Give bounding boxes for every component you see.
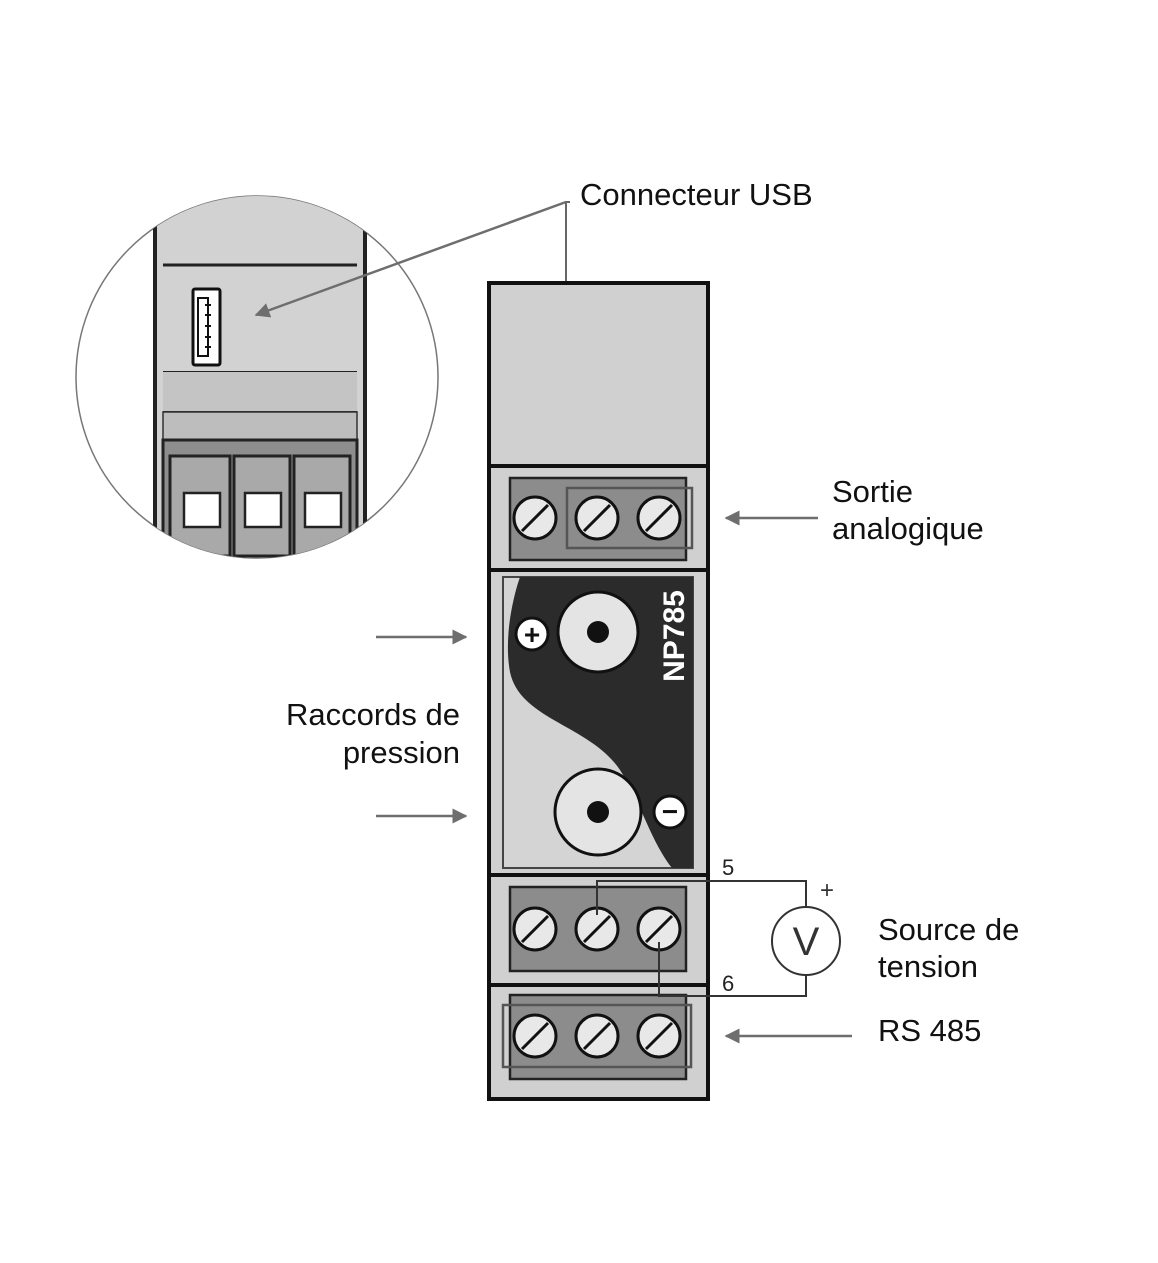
- analog-label-line1: Sortie: [832, 474, 913, 509]
- model-label: NP785: [658, 590, 691, 682]
- terminal-screw: [512, 906, 558, 952]
- pressure-port-minus: [553, 767, 643, 857]
- terminal-number-5: 5: [722, 855, 734, 880]
- terminal-screw: [574, 495, 620, 541]
- terminal-screw: [574, 1013, 620, 1059]
- analog-terminal-block: [508, 476, 694, 562]
- analog-label-line2: analogique: [832, 511, 984, 546]
- voltage-label-line2: tension: [878, 949, 978, 984]
- terminal-screw: [636, 1013, 682, 1059]
- zoom-terminal-slots: [168, 454, 352, 558]
- terminal-number-6: 6: [722, 971, 734, 996]
- pressure-label-line2: pression: [343, 735, 460, 770]
- usb-callout: [254, 200, 570, 318]
- usb-label: Connecteur USB: [580, 177, 813, 212]
- usb-port-icon: [191, 287, 222, 367]
- usb-zoom-detail: [75, 195, 439, 559]
- rs485-terminal-block: [501, 993, 693, 1081]
- svg-text:−: −: [662, 796, 678, 827]
- pressure-label-line1: Raccords de: [286, 697, 460, 732]
- rs485-label: RS 485: [878, 1013, 981, 1048]
- terminal-screw: [636, 906, 682, 952]
- usb-arrow: [254, 200, 567, 318]
- voltmeter-plus-sign: +: [820, 877, 834, 904]
- voltmeter-icon: V: [771, 906, 841, 976]
- plus-icon: +: [514, 616, 550, 652]
- terminal-screw: [512, 495, 558, 541]
- voltage-label-line1: Source de: [878, 912, 1019, 947]
- terminal-screw: [636, 495, 682, 541]
- dark-panel: [507, 577, 693, 868]
- voltage-wiring: 5 6 + V: [596, 855, 841, 997]
- svg-text:V: V: [793, 920, 820, 964]
- pressure-panel: + − NP785: [502, 576, 694, 869]
- svg-text:+: +: [524, 619, 540, 650]
- minus-icon: −: [652, 794, 688, 830]
- pressure-port-plus: [556, 590, 640, 674]
- terminal-screw: [512, 1013, 558, 1059]
